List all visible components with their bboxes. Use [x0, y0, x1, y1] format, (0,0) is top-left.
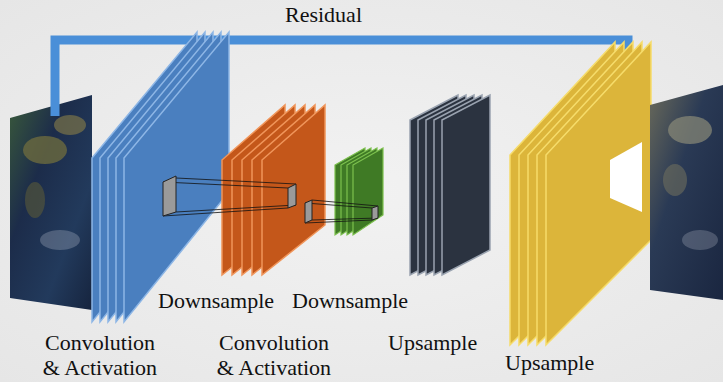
upsample-layer-stack: [510, 42, 651, 345]
residual-add: [610, 142, 642, 212]
output-image: [650, 85, 723, 300]
layer-label: Downsample: [292, 288, 408, 313]
layer-label: Convolution & Activation: [212, 330, 336, 380]
bottleneck-layer-stack: [335, 148, 383, 235]
input-image: [10, 95, 92, 310]
kernel-patch: [163, 176, 378, 223]
connection-label: Residual: [285, 2, 362, 27]
conv-layer-stack: [92, 32, 229, 322]
upsample-layer-stack: [410, 95, 490, 275]
conv-layer-stack: [222, 105, 325, 275]
layer-label: Upsample: [388, 330, 477, 355]
layer-label: Downsample: [158, 288, 274, 313]
layer-label: Upsample: [505, 350, 594, 375]
kernel-lines: [163, 178, 378, 223]
layer-label: Convolution & Activation: [38, 330, 162, 380]
